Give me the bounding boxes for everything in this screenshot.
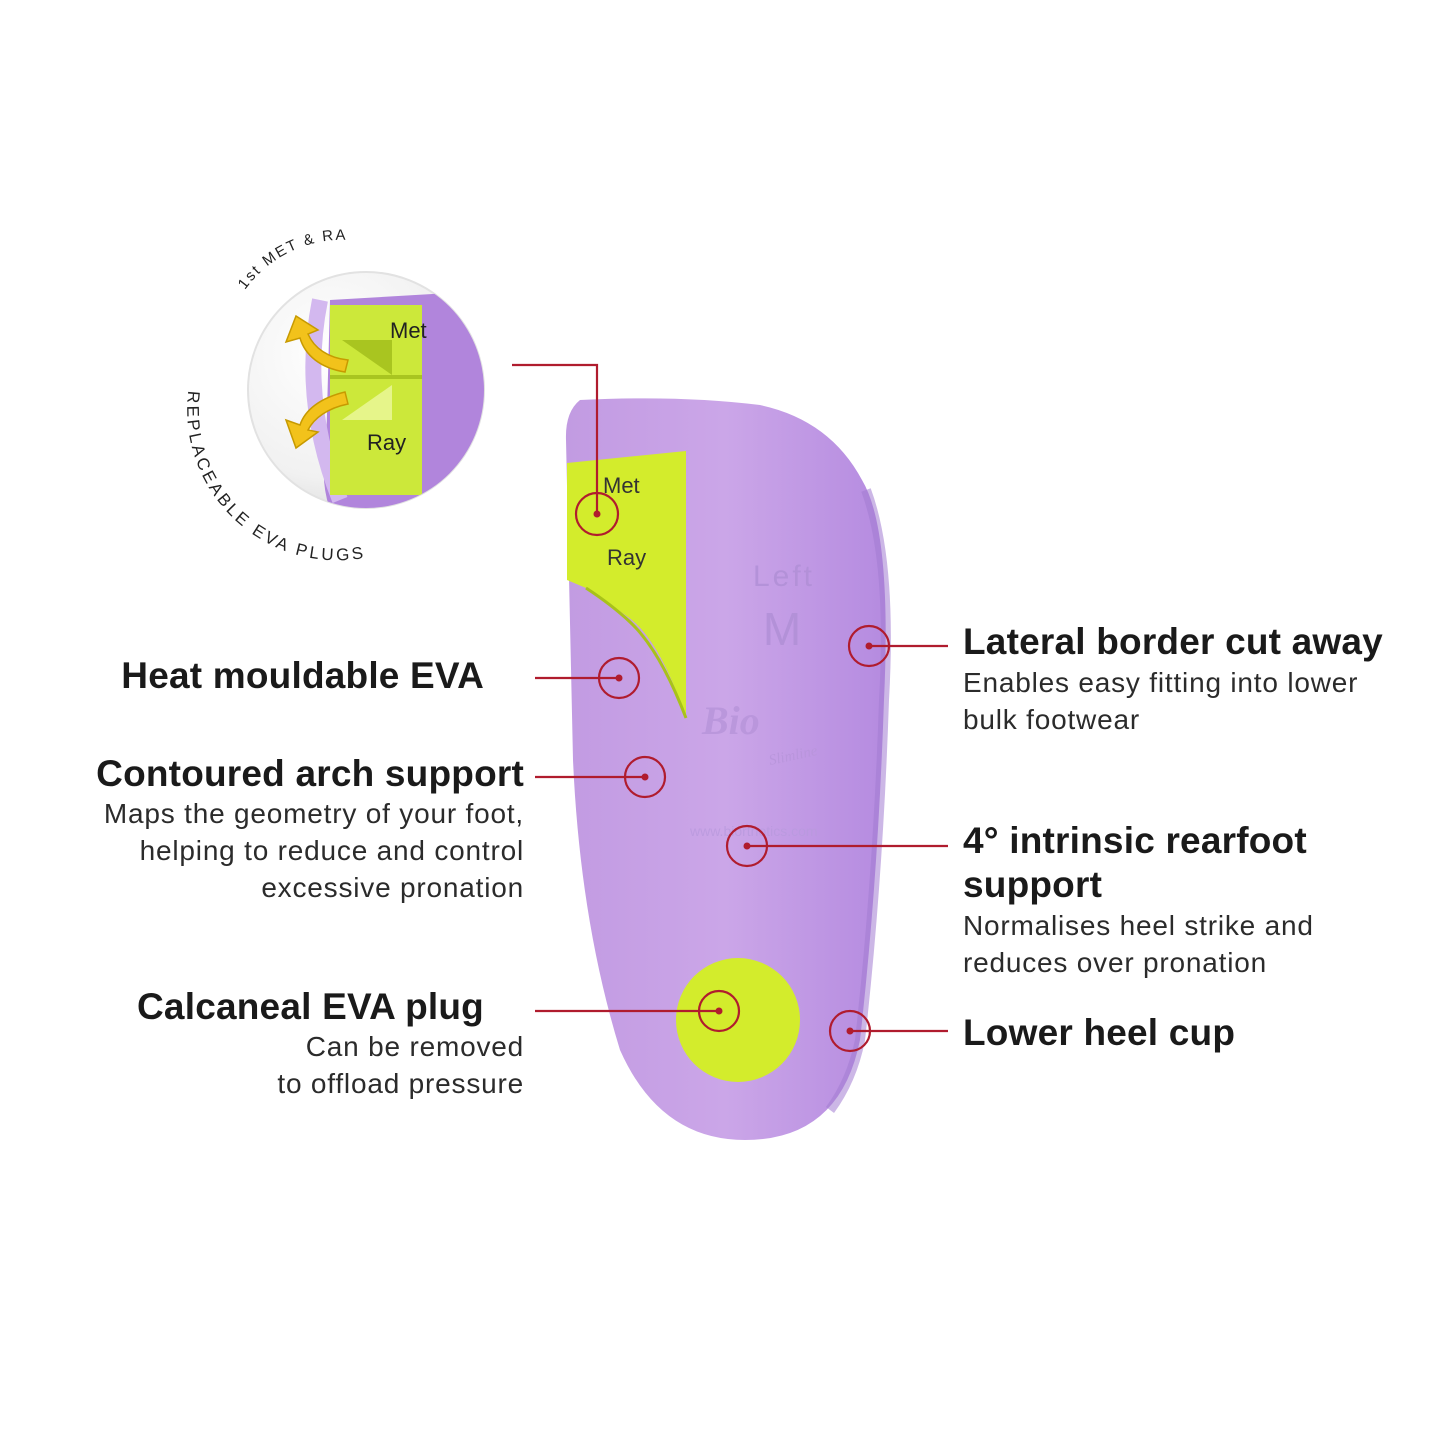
feature-calc-desc-1: Can be removed <box>305 1031 524 1062</box>
feature-calc-desc: Can be removed to offload pressure <box>277 1028 524 1102</box>
met-ray-plug <box>567 451 686 718</box>
feature-arch-desc-2: helping to reduce and control <box>139 835 524 866</box>
arrow-up-icon <box>284 314 349 373</box>
feature-calc: Calcaneal EVA plug <box>137 985 484 1029</box>
arrow-down-icon <box>284 391 349 450</box>
feature-arch-desc: Maps the geometry of your foot, helping … <box>104 795 524 906</box>
feature-calc-title: Calcaneal EVA plug <box>137 986 484 1027</box>
feature-heat-title: Heat mouldable EVA <box>121 655 484 696</box>
callouts <box>512 363 948 1053</box>
feature-heelcup-title: Lower heel cup <box>963 1012 1236 1053</box>
feature-calc-desc-2: to offload pressure <box>277 1068 524 1099</box>
badge-top-text: 1st MET & RAY <box>0 0 346 292</box>
insole: Met Ray Left M Bio Slimline www.biorthot… <box>565 398 891 1140</box>
insole-met-label: Met <box>603 473 640 498</box>
insole-size-label: M <box>763 603 801 655</box>
feature-arch-desc-1: Maps the geometry of your foot, <box>103 798 524 829</box>
badge-ray-label: Ray <box>367 430 406 455</box>
feature-rearfoot-title-2: support <box>963 864 1103 905</box>
feature-arch-title: Contoured arch support <box>96 753 524 794</box>
feature-rearfoot-title-1: 4° intrinsic rearfoot <box>963 820 1307 861</box>
feature-arch: Contoured arch support <box>96 752 524 796</box>
insole-ray-label: Ray <box>607 545 646 570</box>
insole-side-label: Left <box>753 560 815 593</box>
insole-website: www.biorthotics.com <box>689 823 818 839</box>
plug-badge: Met Ray REPLACEABLE EVA PLUGS 1st MET & … <box>0 0 485 565</box>
feature-lateral-desc-2: bulk footwear <box>963 704 1140 735</box>
feature-heelcup: Lower heel cup <box>963 1011 1235 1055</box>
badge-met-label: Met <box>390 318 427 343</box>
callout-dots <box>593 510 873 1035</box>
feature-lateral-desc-1: Enables easy fitting into lower <box>963 667 1359 698</box>
feature-rearfoot-desc-1: Normalises heel strike and <box>963 910 1314 941</box>
feature-rearfoot: 4° intrinsic rearfoot support Normalises… <box>963 819 1314 981</box>
feature-arch-desc-3: excessive pronation <box>261 872 524 903</box>
brand-logo: Bio <box>701 698 760 743</box>
feature-lateral-title: Lateral border cut away <box>963 621 1383 662</box>
feature-lateral: Lateral border cut away Enables easy fit… <box>963 620 1383 738</box>
feature-heat: Heat mouldable EVA <box>121 654 484 698</box>
feature-rearfoot-desc-2: reduces over pronation <box>963 947 1267 978</box>
